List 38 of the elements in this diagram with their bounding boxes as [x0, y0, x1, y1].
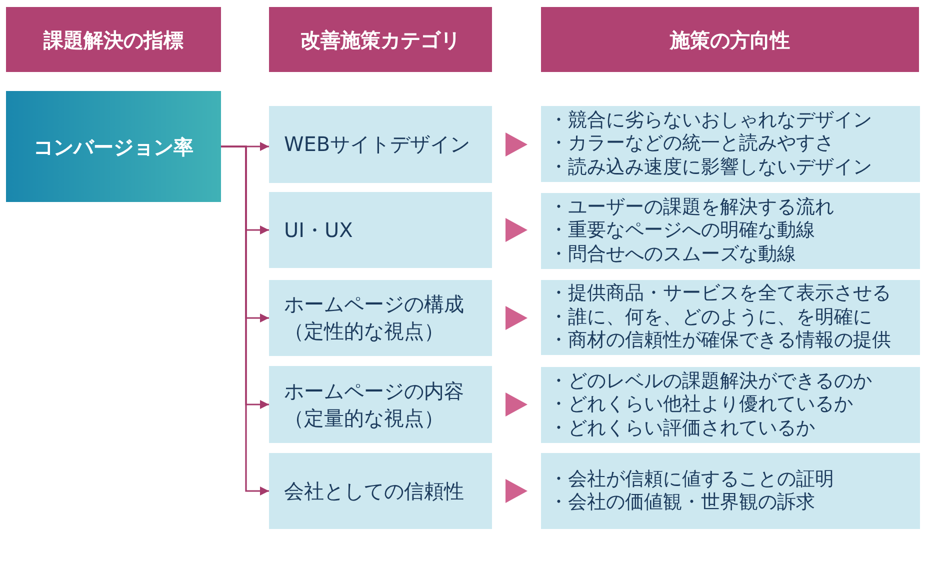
connector-arrow	[221, 146, 269, 496]
triangle-arrow	[506, 306, 528, 330]
category-box: 会社としての信頼性	[269, 453, 492, 529]
list-item: ・誰に、何を、どのように、を明確に	[549, 306, 872, 330]
list-item: ・提供商品・サービスを全て表示させる	[549, 282, 891, 306]
direction-box	[541, 453, 920, 529]
direction-box	[541, 367, 920, 443]
list-item: ・どれくらい他社より優れているか	[549, 393, 853, 417]
category-text: （定量的な視点）	[284, 404, 444, 432]
triangle-arrow	[506, 132, 528, 156]
list-item: ・商材の信頼性が確保できる情報の提供	[549, 329, 891, 353]
list-item: ・重要なページへの明確な動線	[549, 219, 815, 243]
list-item: ・カラーなどの統一と読みやすさ	[549, 132, 834, 156]
category-box	[269, 280, 492, 356]
triangle-arrow	[506, 479, 528, 503]
list-item: ・会社の価値観・世界観の訴求	[549, 491, 815, 514]
list-item: ・どれくらい評価されているか	[549, 416, 815, 440]
category-text: （定性的な視点）	[284, 318, 444, 345]
list-item: ・問合せへのスムーズな動線	[549, 242, 796, 266]
list-item: ・競合に劣らないおしゃれなデザイン	[549, 108, 872, 132]
triangle-arrow	[506, 218, 528, 242]
metric-box: コンバージョン率	[6, 91, 221, 202]
list-item: ・会社が信頼に値することの証明	[549, 468, 834, 491]
triangle-arrow	[506, 392, 528, 416]
direction-box	[541, 280, 920, 355]
header-box: 課題解決の指標	[6, 7, 221, 72]
category-box: UI・UX	[269, 192, 492, 268]
list-item: ・読み込み速度に影響しないデザイン	[549, 156, 872, 180]
category-text: ホームページの構成	[284, 291, 464, 318]
list-item: ・どのレベルの課題解決ができるのか	[549, 370, 872, 394]
category-box: WEBサイトデザイン	[269, 106, 492, 183]
category-box	[269, 366, 492, 443]
direction-box	[541, 106, 920, 182]
header-box: 改善施策カテゴリ	[269, 7, 492, 72]
category-text: ホームページの内容	[284, 378, 464, 404]
direction-box	[541, 193, 920, 269]
list-item: ・ユーザーの課題を解決する流れ	[549, 196, 834, 220]
header-box: 施策の方向性	[541, 7, 919, 72]
